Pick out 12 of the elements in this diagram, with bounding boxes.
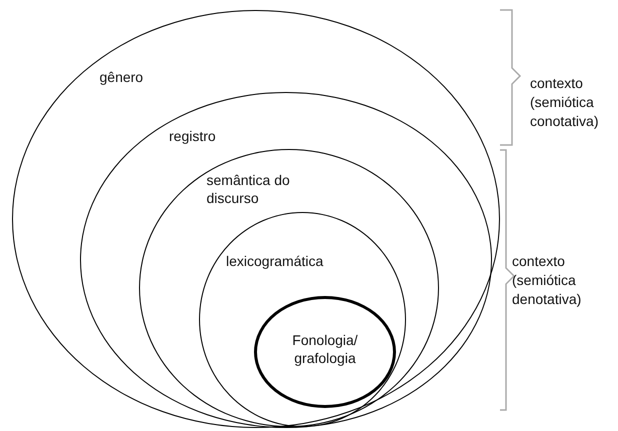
nested-circle bbox=[198, 212, 406, 426]
context-label: contexto (semiótica conotativa) bbox=[530, 74, 600, 131]
nested-circle bbox=[254, 296, 396, 408]
layer-label: registro bbox=[169, 127, 216, 145]
layer-label: Fonologia/ grafologia bbox=[291, 331, 359, 367]
layer-label: gênero bbox=[100, 68, 144, 86]
nested-circle bbox=[139, 149, 439, 427]
layer-label: lexicogramática bbox=[226, 252, 324, 270]
nested-circle bbox=[80, 92, 492, 428]
nested-circle bbox=[12, 10, 500, 428]
context-label: contexto (semiótica denotativa) bbox=[512, 252, 582, 309]
layer-label: semântica do discurso bbox=[206, 170, 291, 206]
